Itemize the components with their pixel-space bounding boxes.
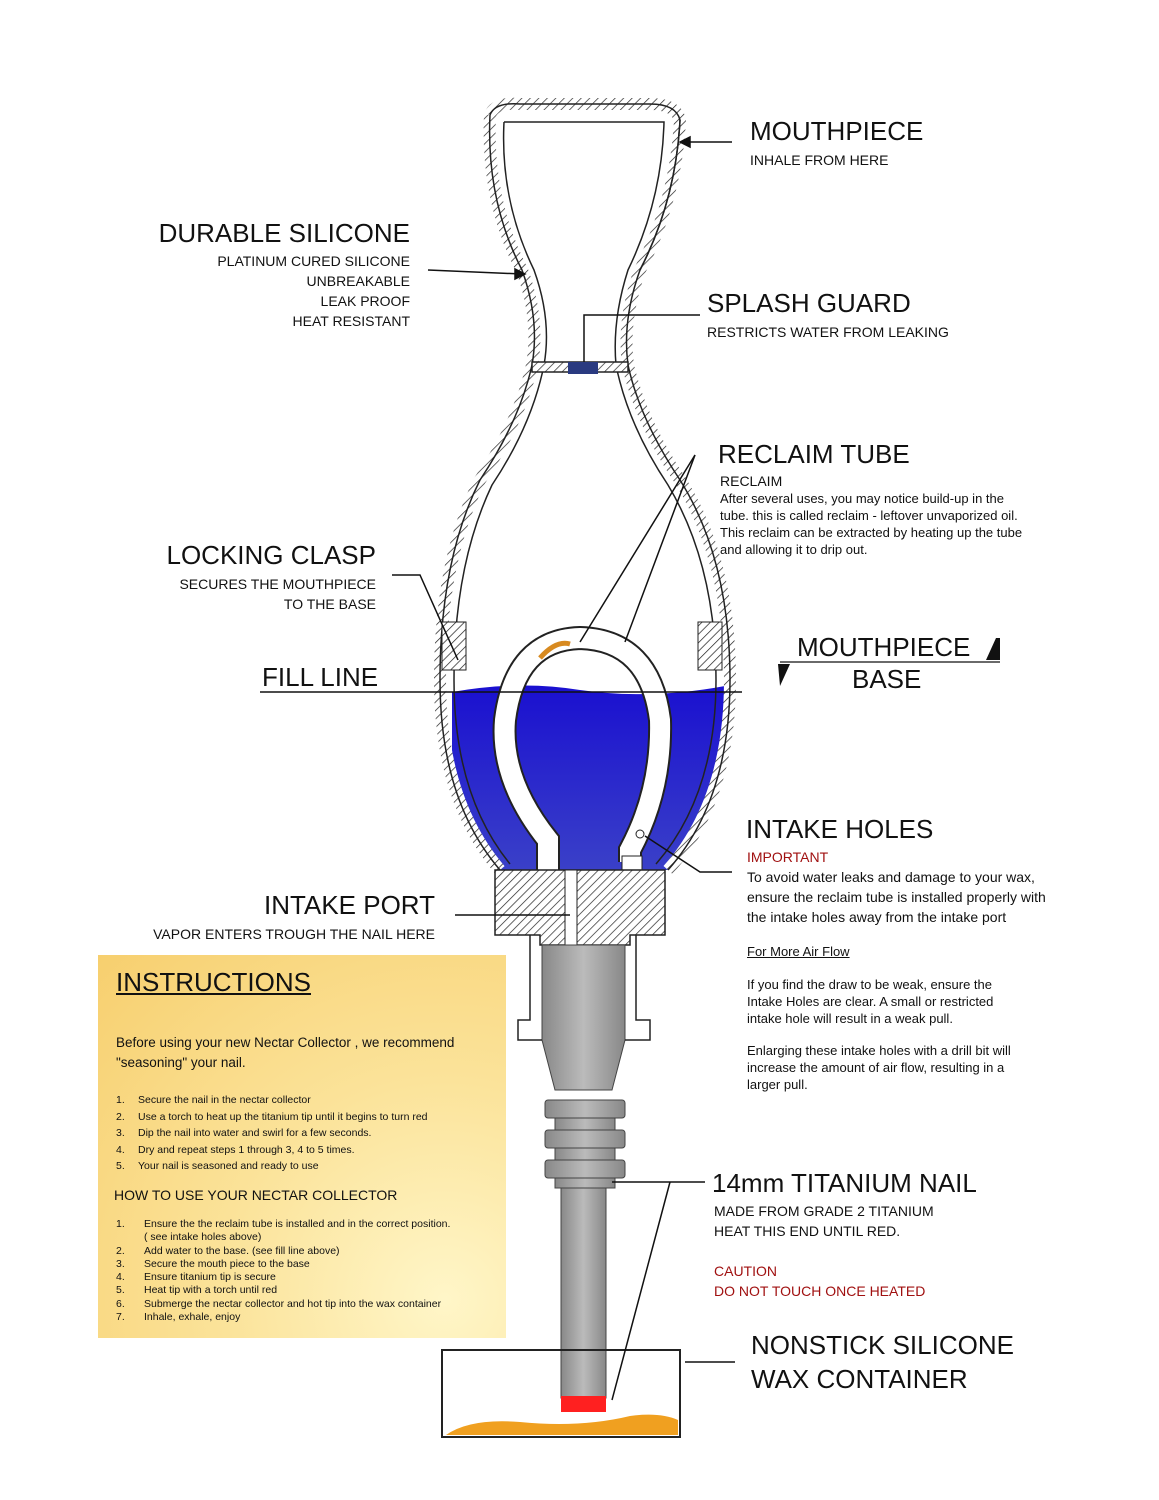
step-number: 5. [116,1160,125,1172]
caution-label: CAUTION [714,1263,777,1279]
nail-line: MADE FROM GRADE 2 TITANIUM [714,1203,934,1219]
silicone-line: LEAK PROOF [320,293,410,309]
step-item: 2. Use a torch to heat up the titanium ti… [116,1109,428,1126]
intake-port-sub: VAPOR ENTERS TROUGH THE NAIL HERE [153,926,435,942]
instructions-title: INSTRUCTIONS [116,967,311,997]
silicone-title: DURABLE SILICONE [158,218,410,248]
step-text: Ensure the the reclaim tube is installed… [144,1218,451,1230]
step-number: 4. [116,1143,125,1156]
airflow-heading: For More Air Flow [747,944,850,959]
step-number: 2. [116,1244,125,1257]
step-text: Use a torch to heat up the titanium tip … [138,1110,428,1123]
step-item: 5. Heat tip with a torch until red [116,1284,450,1297]
step-number: 2. [116,1110,125,1123]
reclaim-body: After several uses, you may notice build… [720,491,1023,557]
intake-port [564,869,578,946]
titanium-nail [560,1187,607,1399]
clasp-title: LOCKING CLASP [166,540,376,570]
step-number: 3. [116,1127,125,1139]
wax-line2: WAX CONTAINER [751,1364,968,1394]
wax-line1: NONSTICK SILICONE [751,1330,1014,1360]
wax [446,1414,678,1435]
intake-holes-title: INTAKE HOLES [746,814,934,844]
hot-tip [561,1396,606,1412]
step-text: Dry and repeat steps 1 through 3, 4 to 5… [138,1143,355,1156]
mouthpiece-base-line1: MOUTHPIECE [797,632,971,662]
locking-clasp-left [441,621,467,671]
step-item: 4. Ensure titanium tip is secure [116,1271,450,1284]
step-text: Add water to the base. (see fill line ab… [144,1244,340,1257]
airflow-p1: If you find the draw to be weak, ensure … [747,977,994,1026]
step-number: 6. [116,1297,125,1310]
fill-line-label: FILL LINE [262,662,379,692]
instructions-intro: Before using your new Nectar Collector ,… [116,1035,455,1070]
base-block [494,869,666,946]
step-item: 2. Add water to the base. (see fill line … [116,1245,450,1258]
splash-guard-sub: RESTRICTS WATER FROM LEAKING [707,324,949,340]
step-number [116,1231,144,1244]
step-text: Secure the nail in the nectar collector [138,1094,311,1106]
silicone-line: UNBREAKABLE [306,273,410,289]
step-item: 6. Submerge the nectar collector and hot … [116,1298,450,1311]
step-number: 1. [116,1094,125,1106]
reclaim-sub: RECLAIM [720,473,783,489]
silicone-line: PLATINUM CURED SILICONE [217,253,410,269]
leader-lines [260,135,1000,1401]
step-item: 3. Secure the mouth piece to the base [116,1258,450,1271]
clasp-line: SECURES THE MOUTHPIECE [179,576,376,592]
step-number: 7. [116,1311,125,1324]
step-text: ( see intake holes above) [144,1231,262,1244]
seasoning-steps: 1. Secure the nail in the nectar collecto… [116,1092,428,1175]
step-item: ( see intake holes above) [116,1231,450,1244]
step-number: 4. [116,1271,125,1284]
nail-rings [544,1099,626,1189]
reclaim-title: RECLAIM TUBE [718,439,910,469]
instructions-panel: INSTRUCTIONS Before using your new Necta… [98,955,506,1338]
airflow-p2: Enlarging these intake holes with a dril… [747,1043,1011,1092]
mouthpiece-title: MOUTHPIECE [750,116,924,146]
reclaim-tube [492,625,673,870]
step-item: 1. Ensure the the reclaim tube is install… [116,1218,450,1231]
step-text: Inhale, exhale, enjoy [144,1311,241,1324]
step-text: Ensure titanium tip is secure [144,1271,276,1284]
step-text: Dip the nail into water and swirl for a … [138,1127,372,1139]
step-number: 5. [116,1284,125,1297]
step-number: 1. [116,1218,125,1230]
intake-hole [635,829,645,839]
howto-steps: 1. Ensure the the reclaim tube is install… [116,1218,450,1324]
step-item: 1. Secure the nail in the nectar collecto… [116,1092,428,1109]
step-item: 7. Inhale, exhale, enjoy [116,1311,450,1324]
step-text: Submerge the nectar collector and hot ti… [144,1297,442,1310]
step-text: Heat tip with a torch until red [144,1284,278,1297]
step-item: 5. Your nail is seasoned and ready to use [116,1158,428,1175]
step-item: 3. Dip the nail into water and swirl for … [116,1125,428,1142]
nail-line: HEAT THIS END UNTIL RED. [714,1223,901,1239]
silicone-line: HEAT RESISTANT [292,313,410,329]
nail-connector [541,944,626,1091]
splash-guard-title: SPLASH GUARD [707,288,911,318]
clasp-line: TO THE BASE [283,596,376,612]
caution-text: DO NOT TOUCH ONCE HEATED [714,1283,926,1299]
reclaim-residue [538,640,571,660]
intake-port-title: INTAKE PORT [264,890,435,920]
wax-container [441,1349,681,1438]
howto-title: HOW TO USE YOUR NECTAR COLLECTOR [114,1187,398,1203]
nail-title: 14mm TITANIUM NAIL [712,1168,977,1198]
splash-guard [568,362,598,374]
step-text: Secure the mouth piece to the base [144,1257,310,1270]
intake-holes-body: To avoid water leaks and damage to your … [747,869,1046,925]
mouthpiece-sub: INHALE FROM HERE [750,152,889,168]
step-item: 4. Dry and repeat steps 1 through 3, 4 to… [116,1142,428,1159]
step-number: 3. [116,1257,125,1270]
locking-clasp-right [697,621,723,671]
step-text: Your nail is seasoned and ready to use [138,1160,319,1172]
important-label: IMPORTANT [747,849,829,865]
mouthpiece-base-line2: BASE [852,664,922,694]
